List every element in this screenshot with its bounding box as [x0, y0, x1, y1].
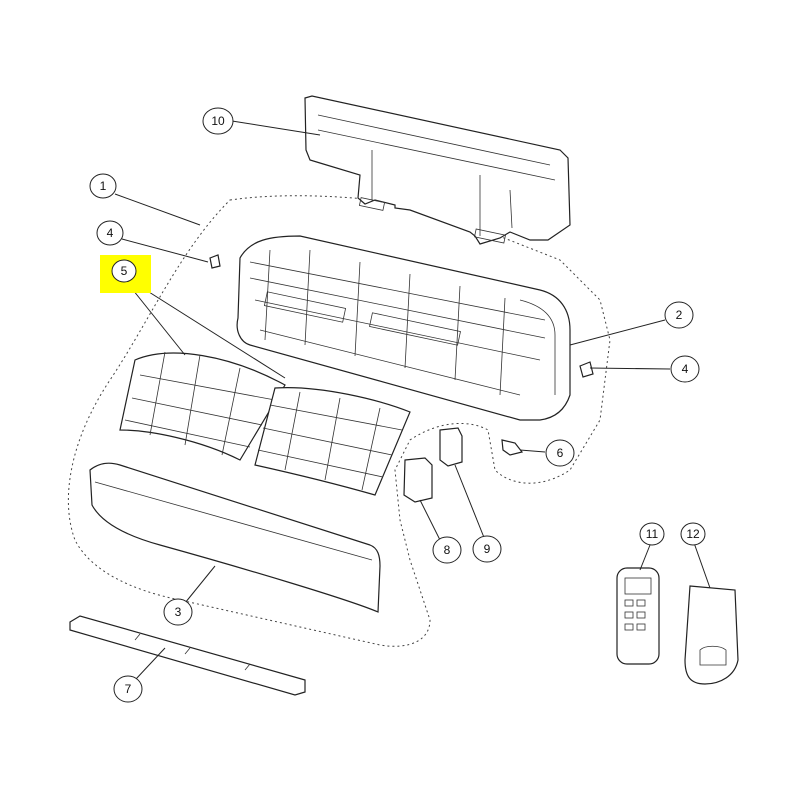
- leader-12: [692, 539, 711, 589]
- callout-7: 7: [113, 675, 143, 703]
- leader-2: [569, 319, 666, 346]
- cover-part-8: [403, 457, 433, 503]
- svg-text:9: 9: [484, 542, 491, 556]
- svg-text:11: 11: [646, 527, 659, 541]
- svg-text:1: 1: [100, 179, 107, 193]
- leader-9: [454, 464, 486, 541]
- indoor-unit-body-part: [236, 235, 571, 421]
- leader-10: [231, 120, 321, 136]
- remote-holder-part: [684, 585, 739, 685]
- callout-6: 6: [545, 439, 575, 467]
- leader-3: [184, 565, 216, 604]
- svg-text:8: 8: [444, 543, 451, 557]
- remote-control-part: [616, 567, 660, 665]
- cover-part-9: [439, 427, 463, 467]
- leader-7: [135, 647, 166, 680]
- front-panel-part: [89, 462, 381, 613]
- leader-6: [519, 449, 546, 453]
- bracket-part: [501, 439, 524, 456]
- leader-5b: [129, 279, 286, 379]
- main-assembly-outline: [67, 195, 611, 647]
- callout-10: 10: [202, 107, 234, 135]
- callout-3: 3: [163, 598, 193, 626]
- svg-text:12: 12: [686, 527, 700, 541]
- callout-9: 9: [472, 535, 502, 563]
- svg-text:4: 4: [107, 226, 114, 240]
- clip-part-right: [579, 361, 594, 378]
- callout-1: 1: [89, 173, 117, 199]
- callout-2: 2: [664, 301, 694, 329]
- air-filter-left-part: [119, 351, 286, 461]
- leader-4b: [589, 367, 671, 370]
- svg-text:4: 4: [682, 362, 689, 376]
- callout-12: 12: [680, 522, 706, 546]
- callout-5: 5: [111, 259, 137, 283]
- callout-11: 11: [639, 522, 665, 546]
- svg-text:3: 3: [175, 605, 182, 619]
- leader-4a: [121, 238, 209, 263]
- leader-8: [419, 499, 441, 541]
- svg-text:5: 5: [121, 264, 128, 278]
- clip-part-left: [209, 254, 221, 269]
- callout-8: 8: [432, 536, 462, 564]
- air-filter-right-part: [254, 387, 411, 496]
- svg-text:7: 7: [125, 682, 132, 696]
- svg-text:10: 10: [211, 114, 225, 128]
- leader-1: [114, 193, 201, 226]
- callout-4-right: 4: [670, 355, 700, 383]
- strip-part: [69, 615, 306, 696]
- svg-text:2: 2: [676, 308, 683, 322]
- svg-text:6: 6: [557, 446, 564, 460]
- mounting-plate-part: [304, 95, 571, 245]
- callout-4-left: 4: [96, 220, 124, 246]
